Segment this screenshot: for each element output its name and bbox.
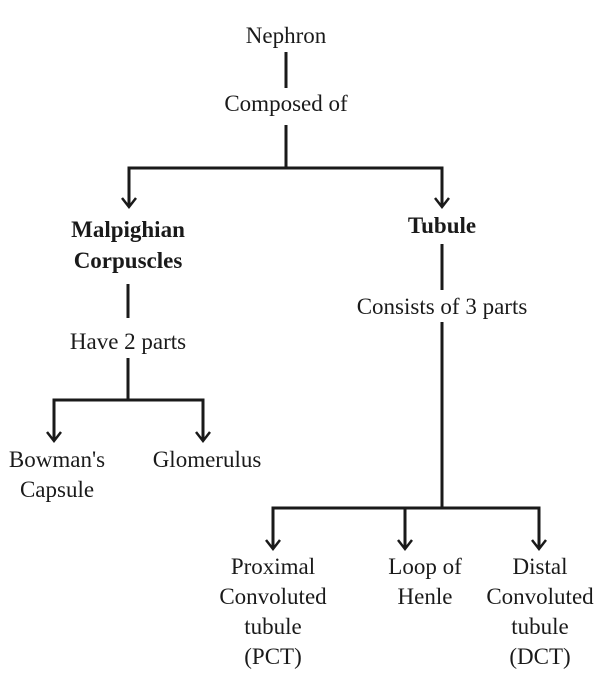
node-glomerulus: Glomerulus — [152, 447, 262, 472]
node-dct: Distal Convoluted tubule (DCT) — [474, 552, 606, 672]
node-dct-line3: tubule — [511, 614, 569, 639]
arrowhead-dct — [531, 539, 547, 552]
node-malpighian-line2: Corpuscles — [73, 248, 183, 273]
node-pct-line1: Proximal — [230, 554, 316, 579]
relation-composed-of: Composed of — [224, 91, 348, 116]
arrowhead-bowmans — [46, 431, 62, 444]
node-dct-line4: (DCT) — [509, 644, 571, 669]
arrowhead-glomerulus — [195, 431, 211, 444]
node-loop-of-henle: Loop of Henle — [370, 552, 480, 612]
node-loop-line2: Henle — [397, 584, 453, 609]
node-pct-line4: (PCT) — [244, 644, 302, 669]
node-tubule: Tubule — [407, 213, 477, 238]
connector-main-bar — [127, 166, 444, 206]
relation-have-2-parts: Have 2 parts — [69, 329, 187, 354]
connector-left-bar — [52, 398, 205, 440]
arrowhead-loop — [397, 539, 413, 552]
node-dct-line1: Distal — [512, 554, 568, 579]
node-malpighian-line1: Malpighian — [71, 217, 185, 242]
node-pct: Proximal Convoluted tubule (PCT) — [208, 552, 338, 672]
arrowhead-pct — [265, 539, 281, 552]
node-loop-line1: Loop of — [388, 554, 462, 579]
node-pct-line3: tubule — [244, 614, 302, 639]
node-nephron: Nephron — [245, 23, 327, 48]
relation-consists-of-3-parts: Consists of 3 parts — [356, 294, 528, 319]
node-bowmans-capsule: Bowman's Capsule — [0, 445, 116, 505]
node-bowmans-line2: Capsule — [19, 477, 95, 502]
arrowhead-malpighian — [121, 197, 137, 210]
node-dct-line2: Convoluted — [486, 584, 594, 609]
node-malpighian-corpuscles: Malpighian Corpuscles — [48, 214, 208, 276]
node-bowmans-line1: Bowman's — [8, 447, 106, 472]
node-pct-line2: Convoluted — [219, 584, 327, 609]
arrowhead-tubule — [434, 197, 450, 210]
